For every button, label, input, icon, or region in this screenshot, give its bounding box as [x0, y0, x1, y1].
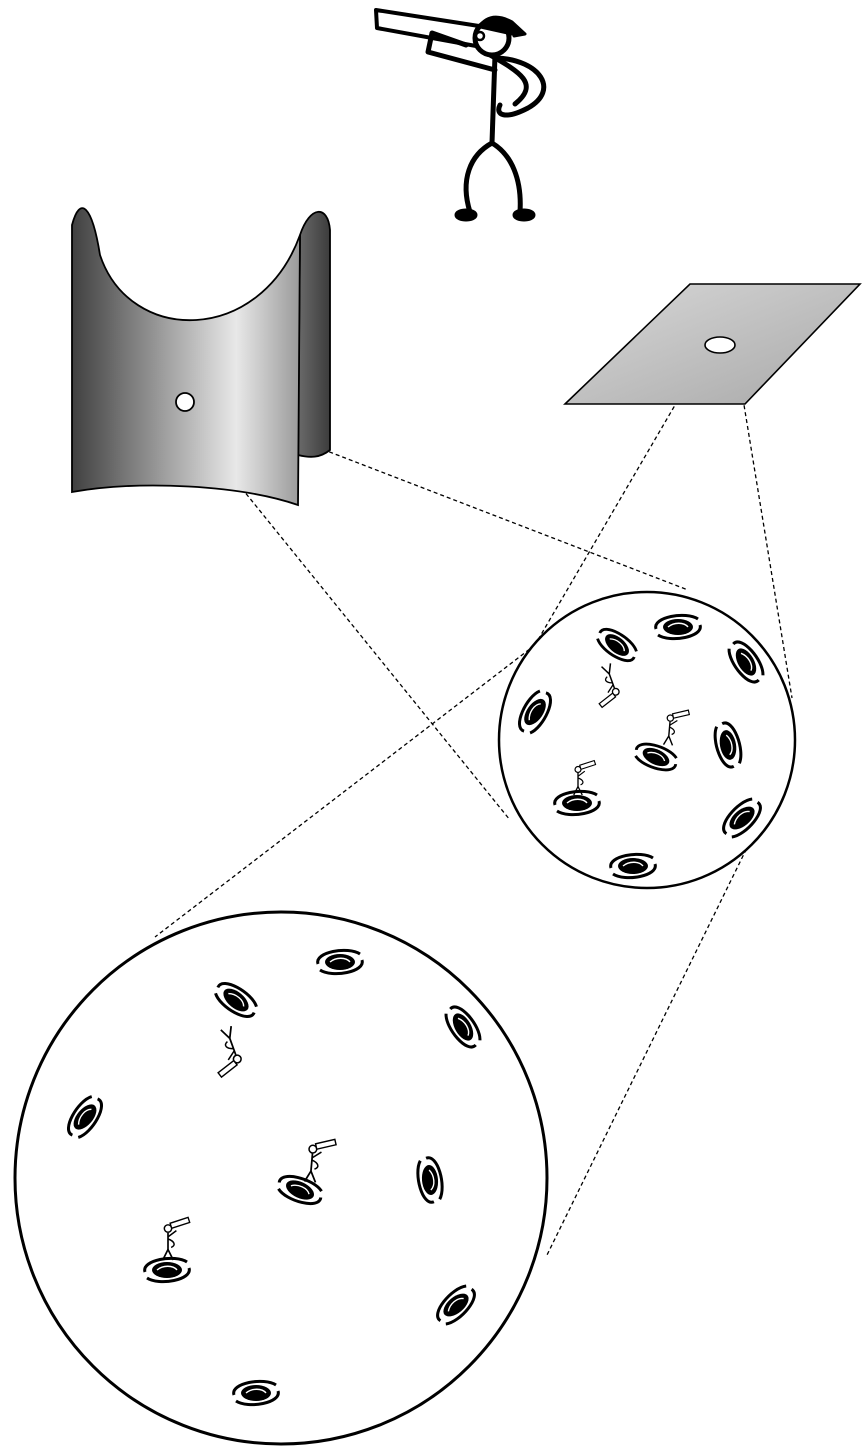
medium-sphere	[499, 592, 795, 888]
flat-plane	[565, 284, 860, 404]
telescope-icon	[376, 10, 479, 46]
observation-point	[176, 393, 194, 411]
projection-line	[155, 645, 535, 937]
large-sphere	[15, 912, 547, 1444]
observer-figure	[376, 10, 544, 219]
observation-point	[705, 337, 735, 353]
saddle-surface	[72, 208, 330, 505]
